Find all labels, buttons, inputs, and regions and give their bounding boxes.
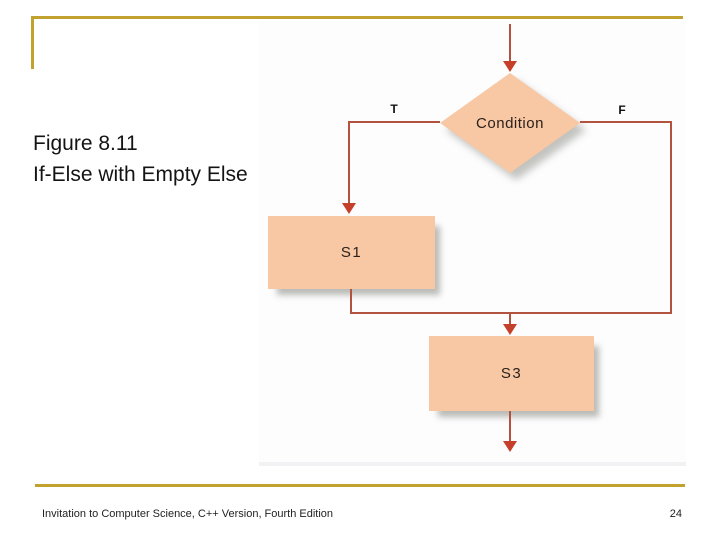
s3-arrowhead-down-icon xyxy=(503,324,517,335)
start-connector xyxy=(509,24,511,61)
flowchart-image: Condition T F S1 S3 xyxy=(259,21,686,466)
figure-number: Figure 8.11 xyxy=(33,132,138,155)
false-branch-connector-horizontal xyxy=(580,121,672,123)
condition-diamond-shape: Condition xyxy=(440,73,580,173)
s3-label: S3 xyxy=(500,365,523,382)
true-branch-connector-vertical xyxy=(348,121,350,205)
s1-label: S1 xyxy=(340,244,363,261)
true-branch-label: T xyxy=(390,102,398,116)
page-number: 24 xyxy=(669,508,682,520)
footer-text: Invitation to Computer Science, C++ Vers… xyxy=(42,508,334,520)
merge-connector-horizontal xyxy=(350,312,672,314)
condition-diamond: Condition xyxy=(440,73,580,173)
s1-box: S1 xyxy=(268,216,435,289)
true-branch-connector-horizontal xyxy=(348,121,440,123)
s1-exit-connector xyxy=(350,289,352,314)
false-branch-connector-vertical xyxy=(670,121,672,314)
exit-connector xyxy=(509,411,511,442)
bottom-accent-line xyxy=(35,484,685,487)
top-accent-line-horizontal xyxy=(31,16,683,19)
s3-entry-connector xyxy=(509,312,511,324)
condition-label: Condition xyxy=(476,114,544,132)
false-branch-label: F xyxy=(618,103,626,117)
s3-box: S3 xyxy=(429,336,594,411)
top-accent-line-vertical xyxy=(31,16,34,69)
s1-arrowhead-down-icon xyxy=(342,203,356,214)
figure-title: Figure 8.11 If-Else with Empty Else xyxy=(33,128,248,190)
exit-arrowhead-down-icon xyxy=(503,441,517,452)
figure-caption: If-Else with Empty Else xyxy=(33,163,248,186)
start-arrowhead-down-icon xyxy=(503,61,517,72)
